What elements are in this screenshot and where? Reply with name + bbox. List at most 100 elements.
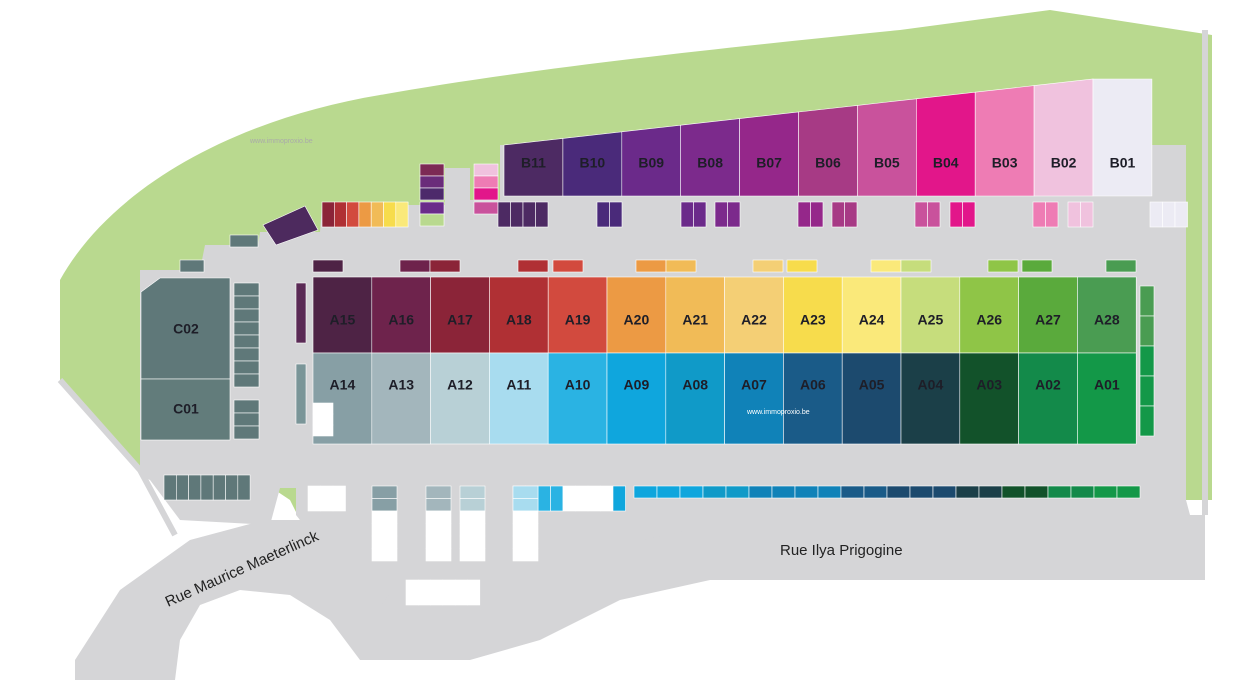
parking-spot (473, 201, 499, 215)
unit-b03[interactable] (974, 85, 1035, 197)
parking-spot (371, 523, 398, 537)
unit-label-a03: A03 (976, 377, 1002, 393)
unit-a17[interactable] (430, 276, 490, 354)
parking-spot (665, 259, 697, 273)
unit-b06[interactable] (798, 105, 858, 197)
unit-c01[interactable] (140, 378, 231, 441)
side-path (57, 378, 178, 537)
parking-spot (512, 498, 539, 512)
parking-spot (399, 259, 431, 273)
parking-spot (596, 201, 610, 228)
unit-a18[interactable] (489, 276, 549, 354)
parking-spot (1139, 405, 1155, 437)
unit-label-a28: A28 (1094, 312, 1120, 328)
parking-spot (535, 201, 549, 228)
unit-a10[interactable] (547, 352, 608, 445)
unit-a15[interactable] (312, 276, 373, 354)
parking-spot (1093, 485, 1118, 499)
parking-spot (1116, 485, 1141, 499)
unit-a11[interactable] (489, 352, 549, 445)
unit-label-b04: B04 (933, 155, 959, 171)
parking-spot (473, 175, 499, 189)
unit-label-a08: A08 (682, 377, 708, 393)
unit-a09[interactable] (606, 352, 667, 445)
parking-spot (863, 485, 888, 499)
parking-spot (459, 523, 486, 537)
unit-label-a07: A07 (741, 377, 767, 393)
parking-spot (797, 201, 811, 228)
unit-label-a05: A05 (859, 377, 885, 393)
parking-spot (371, 535, 398, 549)
unit-label-a15: A15 (330, 312, 356, 328)
unit-a23[interactable] (783, 276, 843, 354)
unit-a04[interactable] (900, 352, 961, 445)
parking-spots (163, 163, 1188, 606)
parking-spot (225, 474, 239, 501)
unit-a06[interactable] (783, 352, 843, 445)
unit-label-b01: B01 (1110, 155, 1136, 171)
unit-label-a06: A06 (800, 377, 826, 393)
unit-b01[interactable] (1092, 78, 1153, 197)
unit-a02[interactable] (1018, 352, 1078, 445)
parking-spot (1001, 485, 1026, 499)
unit-label-a26: A26 (976, 312, 1002, 328)
unit-a20[interactable] (606, 276, 667, 354)
parking-spot (425, 548, 452, 562)
unit-a03[interactable] (959, 352, 1019, 445)
parking-spot (179, 259, 205, 273)
unit-a24[interactable] (841, 276, 902, 354)
parking-spot (840, 485, 865, 499)
unit-b02[interactable] (1033, 78, 1094, 197)
unit-b04[interactable] (915, 91, 976, 197)
unit-b05[interactable] (857, 98, 917, 197)
parking-spot (1149, 201, 1163, 228)
parking-spot (233, 373, 260, 388)
unit-a05[interactable] (841, 352, 902, 445)
parking-spot (587, 485, 601, 512)
parking-spot (748, 485, 773, 499)
parking-spot (405, 579, 419, 606)
unit-label-b09: B09 (638, 155, 664, 171)
parking-spot (417, 579, 431, 606)
unit-a26[interactable] (959, 276, 1019, 354)
unit-a25[interactable] (900, 276, 961, 354)
parking-spot (346, 201, 360, 228)
parking-spot (1174, 201, 1188, 228)
unit-c02[interactable] (140, 277, 231, 380)
parking-spot (473, 187, 499, 201)
unit-a16[interactable] (371, 276, 431, 354)
parking-spot (1021, 259, 1053, 273)
unit-a01[interactable] (1077, 352, 1137, 445)
unit-a13[interactable] (371, 352, 431, 445)
unit-a07[interactable] (724, 352, 784, 445)
parking-spot (454, 579, 468, 606)
road-label-prigogine: Rue Ilya Prigogine (780, 542, 903, 559)
parking-spot (1105, 259, 1137, 273)
parking-spot (371, 510, 398, 524)
parking-spot (810, 201, 824, 228)
parking-spot (550, 485, 564, 512)
parking-spot (752, 259, 784, 273)
parking-spot (786, 259, 818, 273)
unit-label-a20: A20 (624, 312, 650, 328)
parking-spot (312, 259, 344, 273)
unit-a19[interactable] (547, 276, 608, 354)
parking-spot (312, 402, 334, 415)
parking-spot (371, 485, 398, 499)
unit-a08[interactable] (665, 352, 725, 445)
parking-spot (512, 548, 539, 562)
unit-label-a19: A19 (565, 312, 591, 328)
unit-a22[interactable] (724, 276, 784, 354)
unit-label-a01: A01 (1094, 377, 1120, 393)
parking-spot (233, 412, 260, 427)
unit-a12[interactable] (430, 352, 490, 445)
unit-label-a10: A10 (565, 377, 591, 393)
unit-label-a23: A23 (800, 312, 826, 328)
parking-spot (1139, 315, 1155, 347)
unit-label-b02: B02 (1051, 155, 1077, 171)
unit-a28[interactable] (1077, 276, 1137, 354)
